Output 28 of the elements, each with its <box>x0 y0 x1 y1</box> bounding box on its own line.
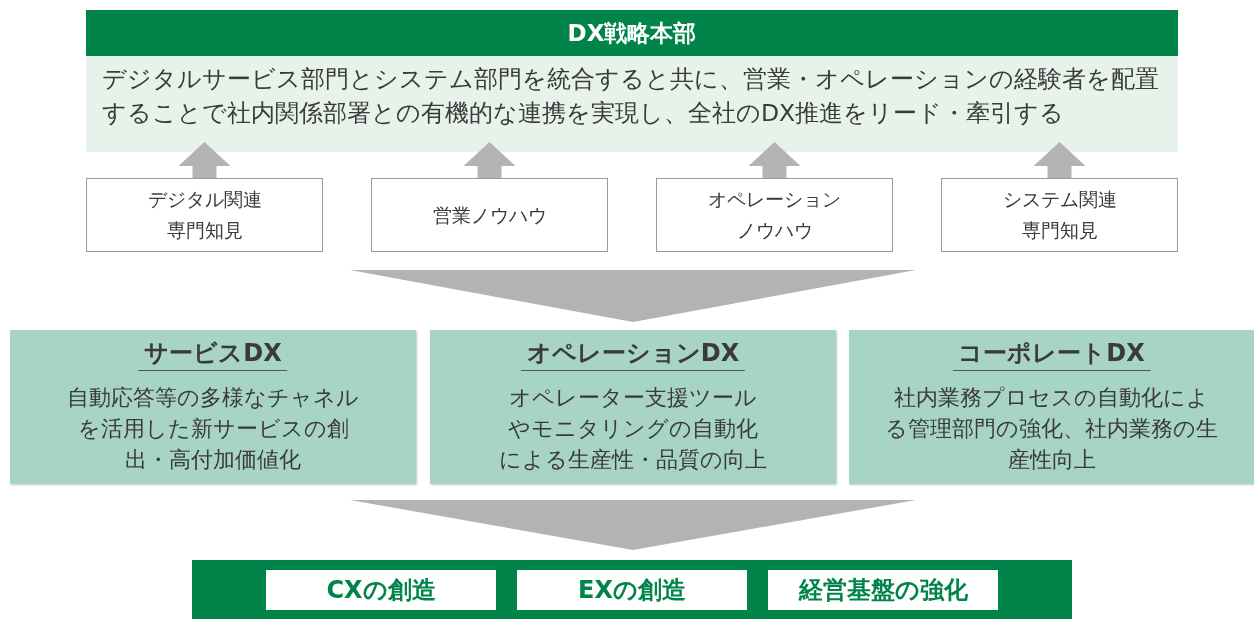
box-label: オペレーションノウハウ <box>707 187 842 243</box>
process-box <box>86 178 323 252</box>
arrow <box>748 142 801 178</box>
result-box: 経営基盤の強化 <box>768 570 998 610</box>
process-box <box>656 178 893 252</box>
box-label: システム関連専門知見 <box>1001 187 1118 243</box>
process-box <box>941 178 1178 252</box>
box-title: オペレーションDX <box>520 336 746 371</box>
box-text: 社内業務プロセスの自動化による管理部門の強化、社内業務の生産性向上 <box>884 384 1219 474</box>
description-text: デジタルサービス部門とシステム部門を統合すると共に、営業・オペレーションの経験者を配置することで社内関係部署との有機的な連携を実現し、全社のDX推進をリード・牽引する <box>102 64 1160 129</box>
category-box <box>430 330 836 484</box>
box-label: デジタル関連専門知見 <box>146 187 263 243</box>
result-box: EXの創造 <box>517 570 747 610</box>
arrow <box>463 142 516 178</box>
box-text: オペレーター支援ツールやモニタリングの自動化による生産性・品質の向上 <box>498 384 768 474</box>
arrow <box>178 142 231 178</box>
arrow <box>1033 142 1086 178</box>
box-title: サービスDX <box>138 336 288 371</box>
category-box <box>849 330 1254 484</box>
box-text: 自動応答等の多様なチャネルを活用した新サービスの創出・高付加価値化 <box>67 384 359 474</box>
panel-header: DX戦略本部 <box>86 10 1178 56</box>
box-label: 営業ノウハウ <box>431 202 548 228</box>
info-panel <box>86 10 1178 152</box>
result-box: CXの創造 <box>266 570 496 610</box>
process-box <box>371 178 608 252</box>
result-band <box>192 560 1072 619</box>
category-box <box>10 330 416 484</box>
box-title: コーポレートDX <box>952 336 1151 371</box>
